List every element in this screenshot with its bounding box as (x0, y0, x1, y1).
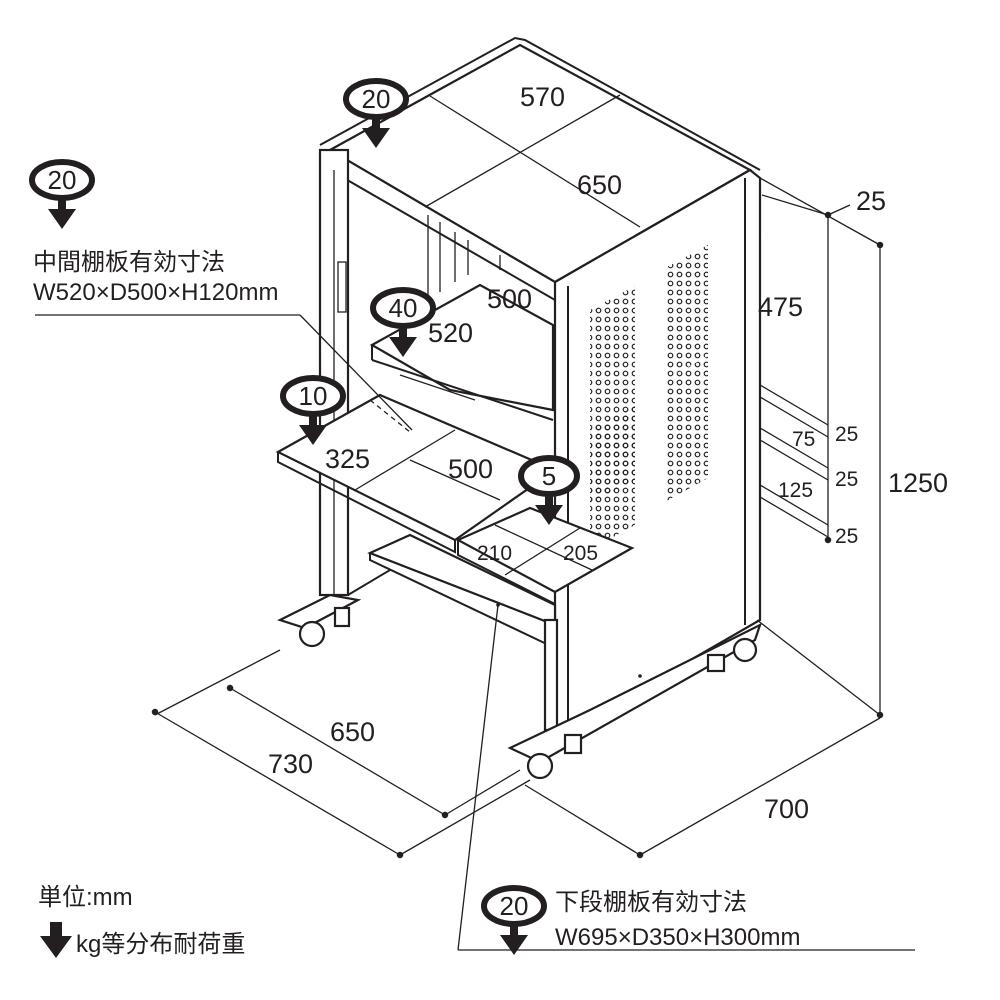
lower-shelf (367, 533, 557, 649)
dim-pitch-3: 25 (835, 525, 858, 548)
dim-top-depth: 650 (577, 170, 622, 200)
dim-mouse-a: 210 (477, 542, 512, 565)
dim-keyboard-width: 325 (325, 444, 370, 474)
load-badge-40: 40 (370, 287, 436, 357)
dim-base-width: 700 (764, 794, 809, 824)
cabinet-frame (318, 36, 762, 740)
dim-mouse-b: 205 (563, 542, 598, 565)
load-badge-keyboard: 10 (280, 375, 346, 445)
legend-arrow-icon (40, 922, 72, 958)
svg-text:20: 20 (48, 165, 77, 195)
dim-base-depth-outer: 730 (268, 749, 313, 779)
perforation-back-lower (665, 356, 708, 502)
base-casters (277, 569, 762, 780)
dim-pitch-1: 25 (835, 423, 858, 446)
svg-text:10: 10 (299, 381, 328, 411)
perforation-front-lower (590, 406, 635, 550)
svg-text:20: 20 (500, 891, 529, 921)
load-badge-mid-label: 20 (29, 159, 95, 229)
dim-base-depth-inner: 650 (330, 717, 375, 747)
legend-text: kg等分布耐荷重 (76, 931, 245, 958)
svg-text:40: 40 (389, 293, 418, 323)
dimension-lines (35, 177, 915, 951)
dim-gap-125: 125 (778, 479, 813, 502)
dim-side-top: 25 (856, 186, 886, 216)
mid-shelf-title: 中間棚板有効寸法 (33, 249, 225, 276)
svg-text:5: 5 (542, 461, 556, 491)
dim-upper-height: 475 (758, 292, 803, 322)
mouse-shelf (455, 506, 635, 606)
middle-shelf (369, 283, 555, 421)
dim-gap-75: 75 (792, 428, 815, 451)
lower-shelf-size: W695×D350×H300mm (555, 924, 800, 951)
mid-shelf-size: W520×D500×H120mm (33, 279, 278, 306)
dim-top-width: 570 (520, 82, 565, 112)
load-badge-mouse: 5 (518, 455, 580, 525)
unit-note: 単位:mm (38, 884, 133, 911)
dim-mid-shelf-width: 520 (428, 318, 473, 348)
perforation-back-upper (665, 245, 708, 380)
dim-total-height: 1250 (888, 468, 948, 498)
load-badge-top: 20 (343, 78, 409, 148)
dim-mid-shelf-depth: 500 (487, 284, 532, 314)
load-badge-lower: 20 (481, 885, 547, 955)
dim-keyboard-depth: 500 (448, 454, 493, 484)
svg-text:20: 20 (362, 84, 391, 114)
dim-pitch-2: 25 (835, 468, 858, 491)
lower-shelf-title: 下段棚板有効寸法 (555, 889, 747, 916)
